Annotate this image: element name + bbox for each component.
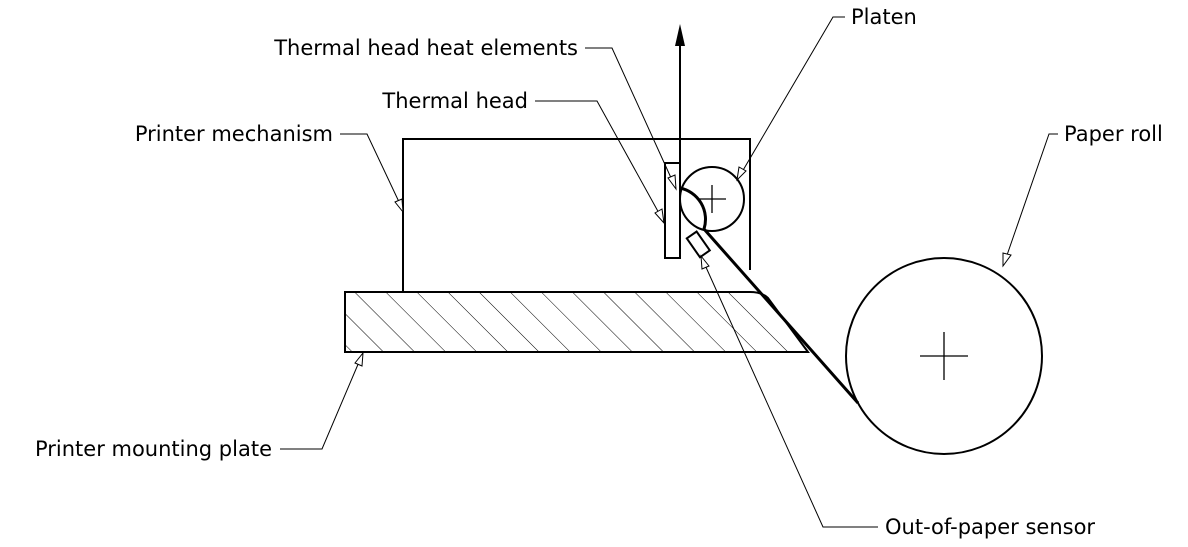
mounting-plate [344, 291, 810, 353]
platen-roller [679, 166, 745, 232]
label-platen: Platen [851, 5, 917, 29]
paper-roll [845, 257, 1043, 455]
paper-sensor [685, 230, 712, 259]
leader-platen [736, 16, 845, 182]
label-heat-elements: Thermal head heat elements [273, 36, 578, 60]
leader-mounting-plate [280, 351, 364, 450]
label-printer-mechanism: Printer mechanism [135, 122, 333, 146]
leader-paper-roll [1002, 133, 1058, 268]
label-thermal-head: Thermal head [381, 89, 528, 113]
thermal-head [664, 162, 681, 259]
printer-mechanism-box [402, 138, 751, 292]
label-mounting-plate: Printer mounting plate [35, 437, 272, 461]
label-paper-roll: Paper roll [1064, 122, 1163, 146]
leader-paper-sensor [700, 254, 878, 528]
leader-printer-mechanism [340, 133, 404, 214]
label-paper-sensor: Out-of-paper sensor [885, 515, 1095, 539]
leader-thermal-head [535, 100, 665, 225]
leader-heat-elements [585, 47, 677, 191]
paper-path [679, 186, 860, 404]
